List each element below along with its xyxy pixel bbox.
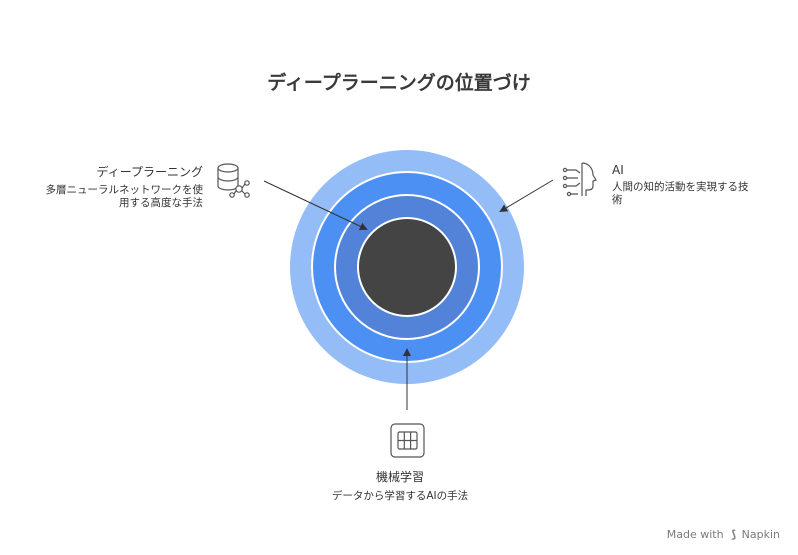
made-with-footer: Made with ⟆ Napkin (667, 528, 780, 541)
ai-label: AI 人間の知的活動を実現する技 術 (612, 163, 772, 207)
ai-description-line2: 術 (612, 194, 623, 206)
machine-learning-label: 機械学習 データから学習するAIの手法 (300, 468, 500, 503)
database-network-icon (217, 163, 250, 198)
core-circle (357, 217, 457, 317)
deep-learning-description-line1: 多層ニューラルネットワークを使 (45, 184, 204, 196)
diagram-title: ディープラーニングの位置づけ (267, 72, 531, 94)
machine-learning-description: データから学習するAIの手法 (331, 490, 469, 502)
table-icon (390, 423, 425, 458)
deep-learning-label: ディープラーニング 多層ニューラルネットワークを使 用する高度な手法 (20, 163, 204, 210)
connector-ai (499, 179, 554, 213)
napkin-logo-icon: ⟆ (731, 528, 737, 541)
machine-learning-title: 機械学習 (375, 470, 424, 484)
ai-title: AI (612, 163, 624, 177)
footer-prefix: Made with (666, 528, 724, 541)
deep-learning-title: ディープラーニング (96, 165, 203, 179)
ai-description-line1: 人間の知的活動を実現する技 (612, 181, 749, 193)
footer-brand: Napkin (741, 528, 780, 541)
ai-head-icon (562, 162, 597, 197)
deep-learning-description-line2: 用する高度な手法 (119, 197, 203, 209)
connector-deep-learning (263, 180, 368, 231)
